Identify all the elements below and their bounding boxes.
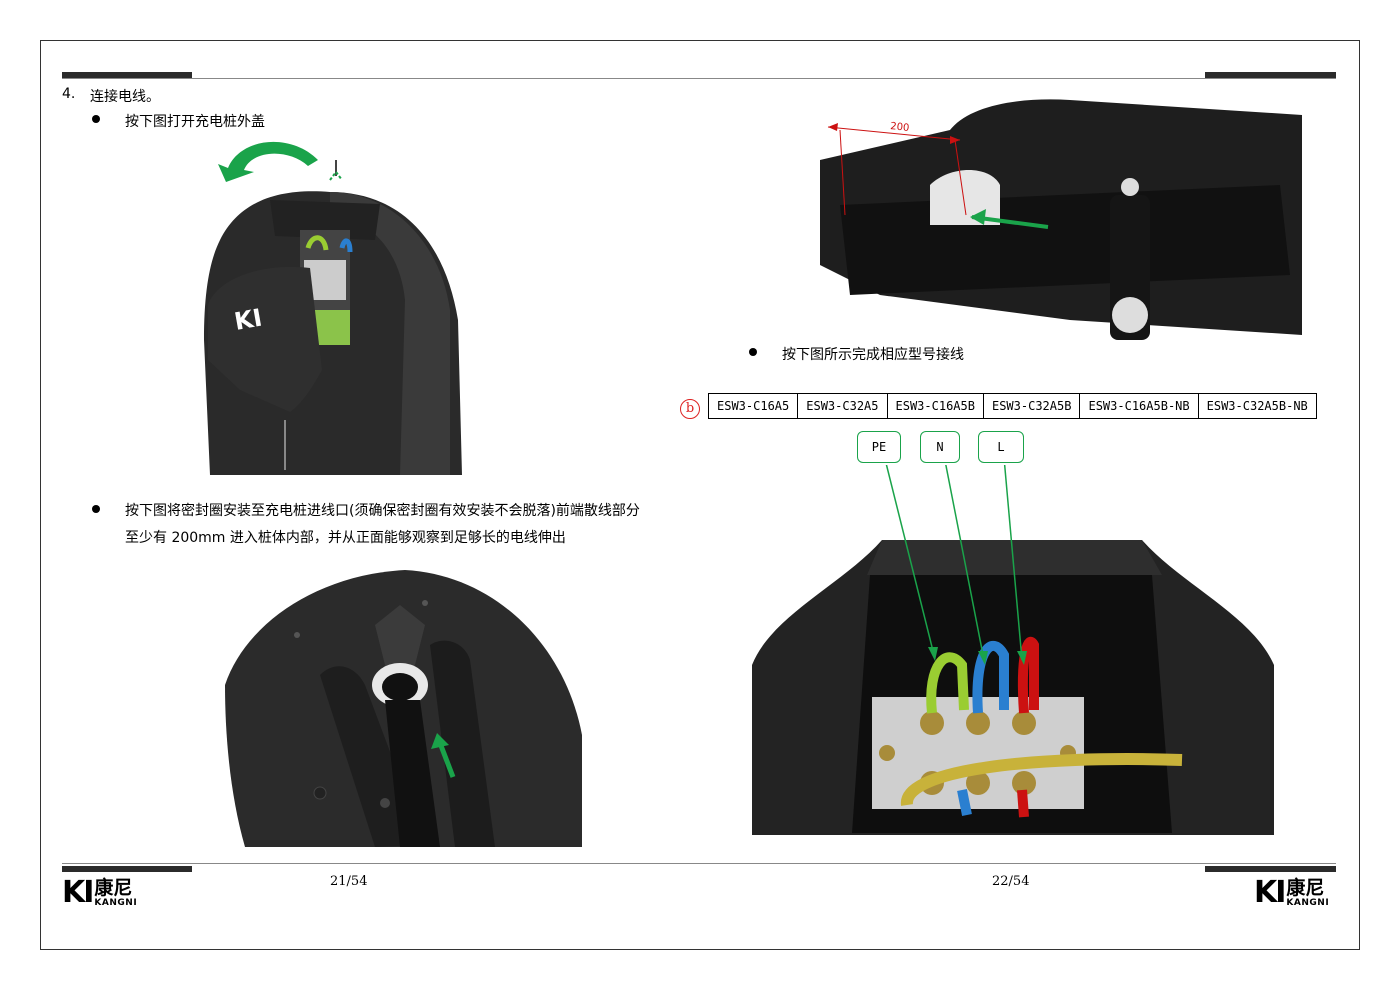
model-cell: ESW3-C16A5	[707, 393, 799, 419]
instruction-wiring: 按下图所示完成相应型号接线	[782, 347, 964, 363]
model-cell: ESW3-C32A5B-NB	[1197, 393, 1317, 419]
terminal-block-image	[752, 465, 1276, 835]
charger-open-cover-image: KI	[200, 130, 465, 475]
page-number-left: 21/54	[330, 874, 368, 889]
pe-wire	[926, 652, 969, 714]
header-bar-left	[62, 72, 192, 78]
n-wire	[972, 641, 1009, 714]
footer-bar-left	[62, 866, 192, 872]
brand-name-cn: 康尼	[1286, 877, 1325, 899]
model-cell: ESW3-C32A5	[797, 393, 888, 419]
instruction-seal-line2: 至少有 200mm 进入桩体内部，并从正面能够观察到足够长的电线伸出	[125, 530, 566, 546]
model-cell: ESW3-C32A5B	[982, 393, 1081, 419]
bullet-dot	[92, 115, 100, 123]
wire-label-pe: PE	[857, 431, 901, 463]
l-wire	[1017, 636, 1039, 714]
section-number: 4.	[62, 86, 76, 102]
model-cell: ESW3-C16A5B-NB	[1079, 393, 1199, 419]
section-title: 连接电线。	[90, 89, 160, 105]
logo-mark-icon: KI	[62, 875, 94, 910]
brand-logo-left: KI 康尼 KANGNI	[62, 875, 138, 910]
page-number-right: 22/54	[992, 874, 1030, 889]
bullet-dot	[749, 348, 757, 356]
brand-logo-right: KI 康尼 KANGNI	[1254, 875, 1330, 910]
green-rotate-arrow	[218, 141, 318, 182]
dimension-label: 200	[890, 121, 910, 134]
instruction-seal-line1: 按下图将密封圈安装至充电桩进线口(须确保密封圈有效安装不会脱落)前端散线部分	[125, 503, 640, 519]
wire-label-l: L	[978, 431, 1024, 463]
model-cell: ESW3-C16A5B	[886, 393, 984, 419]
model-table: ESW3-C16A5 ESW3-C32A5 ESW3-C16A5B ESW3-C…	[707, 393, 1317, 419]
footer-bar-right	[1205, 866, 1336, 872]
wire-label-n: N	[920, 431, 960, 463]
instruction-open-cover: 按下图打开充电桩外盖	[125, 114, 265, 130]
brand-name-en: KANGNI	[1286, 898, 1330, 908]
header-line	[62, 78, 1336, 79]
revision-marker: b	[680, 399, 700, 419]
cable-insertion-image: 200	[820, 95, 1302, 340]
brand-name-cn: 康尼	[94, 877, 133, 899]
header-bar-right	[1205, 72, 1336, 78]
footer-line	[62, 863, 1336, 864]
bullet-dot	[92, 505, 100, 513]
table-row: ESW3-C16A5 ESW3-C32A5 ESW3-C16A5B ESW3-C…	[707, 393, 1317, 419]
svg-text:KI: KI	[232, 304, 264, 336]
logo-mark-icon: KI	[1254, 875, 1286, 910]
brand-name-en: KANGNI	[94, 898, 138, 908]
page-frame	[40, 40, 1360, 950]
front-cover	[208, 266, 322, 412]
charger-bottom-seal-image	[225, 565, 582, 847]
